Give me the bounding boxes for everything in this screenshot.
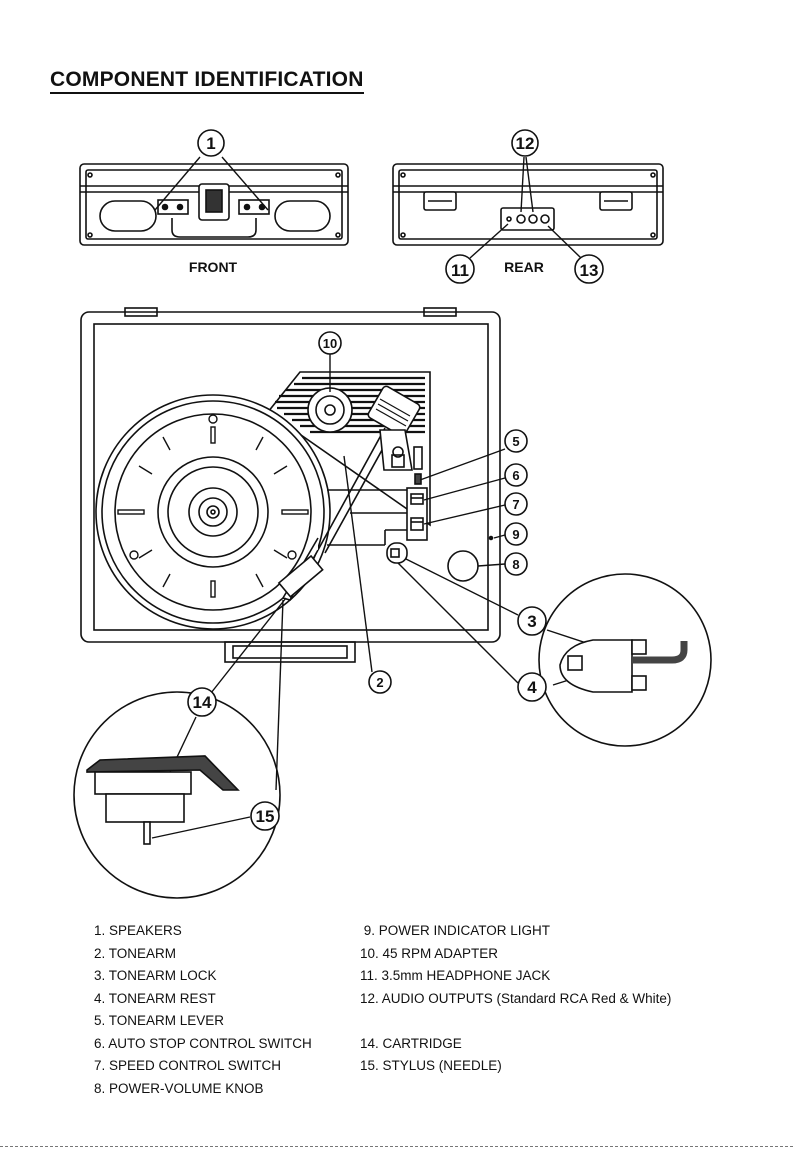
callout-12 — [511, 129, 539, 157]
45-rpm-adapter — [307, 387, 353, 433]
legend-item: 12. AUDIO OUTPUTS (Standard RCA Red & Wh… — [360, 990, 672, 1006]
callout-6 — [504, 463, 528, 487]
callout-4-label: 4 — [527, 678, 537, 697]
callout-7-label: 7 — [512, 497, 519, 512]
legend-item: 1. SPEAKERS — [94, 923, 182, 938]
callout-9-label: 9 — [512, 527, 519, 542]
control-panel — [386, 446, 494, 582]
callout-12-label: 12 — [516, 134, 535, 153]
callout-11 — [445, 254, 475, 284]
callout-15-label: 15 — [256, 807, 275, 826]
left-speaker — [99, 200, 157, 232]
callout-3 — [517, 606, 547, 636]
callout-markers — [187, 129, 604, 831]
legend-item: 3. TONEARM LOCK — [94, 968, 217, 983]
legend-left-column: 1. SPEAKERS 2. TONEARM 3. TONEARM LOCK 4… — [94, 920, 312, 1100]
front-view-case — [79, 163, 349, 246]
callout-5-label: 5 — [512, 434, 519, 449]
top-view-case — [80, 307, 501, 663]
legend-right-column: 9. POWER INDICATOR LIGHT 10. 45 RPM ADAP… — [360, 920, 671, 1078]
callout-14-label: 14 — [193, 693, 212, 712]
callout-3-label: 3 — [527, 612, 536, 631]
rear-view-case — [392, 163, 664, 246]
legend-item: 11. 3.5mm HEADPHONE JACK — [360, 968, 551, 983]
legend-item: 10. 45 RPM ADAPTER — [360, 945, 499, 961]
volume-knob — [447, 550, 479, 582]
callout-2 — [368, 670, 392, 694]
callout-11-label: 11 — [451, 261, 469, 280]
callout-14 — [187, 687, 217, 717]
right-speaker — [274, 200, 331, 232]
legend-item — [360, 1010, 671, 1033]
callout-15 — [250, 801, 280, 831]
callout-7 — [504, 492, 528, 516]
callout-13-label: 13 — [580, 261, 599, 280]
legend-item: 14. CARTRIDGE — [360, 1035, 462, 1051]
legend-item: 7. SPEED CONTROL SWITCH — [94, 1058, 282, 1073]
callout-4 — [517, 672, 547, 702]
platter — [95, 394, 331, 630]
callout-6-label: 6 — [512, 468, 519, 483]
legend-item: 4. TONEARM REST — [94, 990, 216, 1006]
page-title: COMPONENT IDENTIFICATION — [50, 68, 364, 94]
cartridge-zoom — [73, 691, 281, 899]
callout-8 — [504, 552, 528, 576]
rear-jack-panel — [500, 207, 555, 231]
callout-5 — [504, 429, 528, 453]
callout-10 — [318, 331, 342, 355]
footer-divider — [0, 1146, 793, 1149]
callout-9 — [504, 522, 528, 546]
front-view-label: FRONT — [189, 259, 238, 275]
legend-item: 2. TONEARM — [94, 945, 177, 961]
legend-item: 5. TONEARM LEVER — [94, 1013, 225, 1028]
callout-13 — [574, 254, 604, 284]
tonearm-lock-zoom — [538, 573, 712, 747]
rear-view-label: REAR — [504, 259, 544, 275]
legend-item: 15. STYLUS (NEEDLE) — [360, 1058, 502, 1073]
tonearm-base — [327, 429, 413, 546]
callout-1 — [197, 129, 225, 157]
callout-8-label: 8 — [512, 557, 519, 572]
callout-2-label: 2 — [376, 675, 383, 690]
tonearm — [277, 385, 421, 601]
legend-item: 6. AUTO STOP CONTROL SWITCH — [94, 1035, 312, 1051]
callout-1-label: 1 — [206, 134, 215, 153]
legend-item: 9. POWER INDICATOR LIGHT — [360, 923, 551, 938]
callout-10-label: 10 — [323, 336, 337, 351]
legend-item: 8. POWER-VOLUME KNOB — [94, 1080, 264, 1096]
